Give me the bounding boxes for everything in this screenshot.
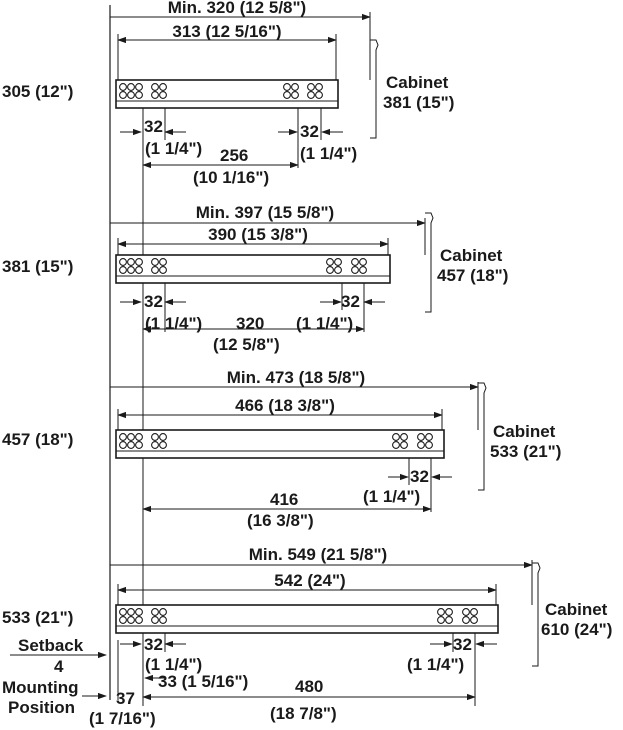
rail-length-label: 305 (12") bbox=[2, 82, 73, 101]
rear-hole-in-label: (1 1/4") bbox=[407, 655, 464, 674]
front-offset-label: 33 (1 5/16") bbox=[158, 672, 248, 691]
section-305: Min. 320 (12 5/8") 313 (12 5/16") 305 (1… bbox=[2, 0, 454, 187]
rear-hole-mm-label: 32 bbox=[341, 292, 360, 311]
mounting-label-line2: Position bbox=[8, 698, 75, 717]
front-hole-in-label: (1 1/4") bbox=[145, 314, 202, 333]
section-533: Min. 549 (21 5/8") 542 (24") 533 (21") C… bbox=[2, 545, 612, 706]
cabinet-label: Cabinet bbox=[493, 422, 556, 441]
front-hole-pattern bbox=[119, 433, 167, 449]
rear-hole-pattern bbox=[392, 433, 433, 449]
cabinet-size-label: 381 (15") bbox=[383, 93, 454, 112]
rear-hole-in-label: (1 1/4") bbox=[363, 487, 420, 506]
cabinet-side-wall bbox=[370, 39, 379, 139]
hole-spacing-mm-label: 480 bbox=[295, 677, 323, 696]
rear-hole-pattern bbox=[283, 83, 323, 99]
rear-hole-in-label: (1 1/4") bbox=[296, 314, 353, 333]
cabinet-size-label: 457 (18") bbox=[437, 266, 508, 285]
hole-spacing-in-label: (18 7/8") bbox=[270, 704, 337, 723]
cabinet-size-label: 610 (24") bbox=[541, 620, 612, 639]
mounting-dim-mm: 37 bbox=[116, 689, 135, 708]
drawer-slide-rail bbox=[115, 429, 445, 459]
rear-hole-mm-label: 32 bbox=[410, 467, 429, 486]
slide-length-label: 390 (15 3/8") bbox=[208, 225, 308, 244]
mounting-dim-in: (1 7/16") bbox=[89, 709, 156, 728]
setback-value: 4 bbox=[54, 657, 64, 676]
drawer-slide-rail bbox=[115, 604, 499, 634]
front-hole-mm-label: 32 bbox=[144, 292, 163, 311]
cabinet-side-wall bbox=[425, 212, 434, 313]
cabinet-label: Cabinet bbox=[440, 246, 503, 265]
rear-hole-pattern bbox=[437, 608, 478, 624]
hole-spacing-in-label: (10 1/16") bbox=[193, 168, 269, 187]
rear-hole-in-label: (1 1/4") bbox=[300, 144, 357, 163]
drawer-slide-rail bbox=[115, 79, 339, 109]
cabinet-side-wall bbox=[478, 382, 487, 491]
rear-hole-mm-label: 32 bbox=[300, 122, 319, 141]
mounting-label-line1: Mounting bbox=[2, 678, 78, 697]
front-hole-pattern bbox=[119, 608, 167, 624]
rear-hole-mm-label: 32 bbox=[453, 635, 472, 654]
slide-length-label: 466 (18 3/8") bbox=[235, 396, 335, 415]
rear-hole-pattern bbox=[326, 258, 367, 274]
hole-spacing-mm-label: 416 bbox=[270, 490, 298, 509]
drawer-slide-rail bbox=[115, 254, 391, 284]
hole-spacing-in-label: (12 5/8") bbox=[213, 335, 280, 354]
front-hole-mm-label: 32 bbox=[144, 635, 163, 654]
setback-label: Setback bbox=[18, 636, 84, 655]
min-cabinet-depth-label: Min. 320 (12 5/8") bbox=[168, 0, 306, 17]
cabinet-size-label: 533 (21") bbox=[490, 442, 561, 461]
front-hole-pattern bbox=[119, 258, 167, 274]
rail-length-label: 533 (21") bbox=[2, 608, 73, 627]
front-hole-mm-label: 32 bbox=[144, 117, 163, 136]
slide-length-label: 313 (12 5/16") bbox=[172, 22, 281, 41]
rail-length-label: 381 (15") bbox=[2, 257, 73, 276]
min-cabinet-depth-label: Min. 397 (15 5/8") bbox=[196, 203, 334, 222]
hole-spacing-mm-label: 256 bbox=[220, 146, 248, 165]
slide-length-label: 542 (24") bbox=[274, 571, 345, 590]
setback-and-mounting-annotations: Setback 4 Mounting Position 37 (1 7/16")… bbox=[2, 636, 476, 728]
front-hole-in-label: (1 1/4") bbox=[145, 655, 202, 674]
hole-spacing-in-label: (16 3/8") bbox=[247, 511, 314, 530]
hole-spacing-mm-label: 320 bbox=[236, 314, 264, 333]
min-cabinet-depth-label: Min. 473 (18 5/8") bbox=[227, 368, 365, 387]
front-hole-in-label: (1 1/4") bbox=[145, 139, 202, 158]
cabinet-label: Cabinet bbox=[386, 73, 449, 92]
rail-length-label: 457 (18") bbox=[2, 430, 73, 449]
min-cabinet-depth-label: Min. 549 (21 5/8") bbox=[249, 545, 387, 564]
cabinet-side-wall bbox=[532, 562, 541, 667]
section-457: Min. 473 (18 5/8") 466 (18 3/8") 457 (18… bbox=[2, 368, 561, 530]
front-hole-pattern bbox=[119, 83, 167, 99]
section-381: Min. 397 (15 5/8") 390 (15 3/8") 381 (15… bbox=[2, 203, 508, 354]
cabinet-label: Cabinet bbox=[545, 600, 608, 619]
